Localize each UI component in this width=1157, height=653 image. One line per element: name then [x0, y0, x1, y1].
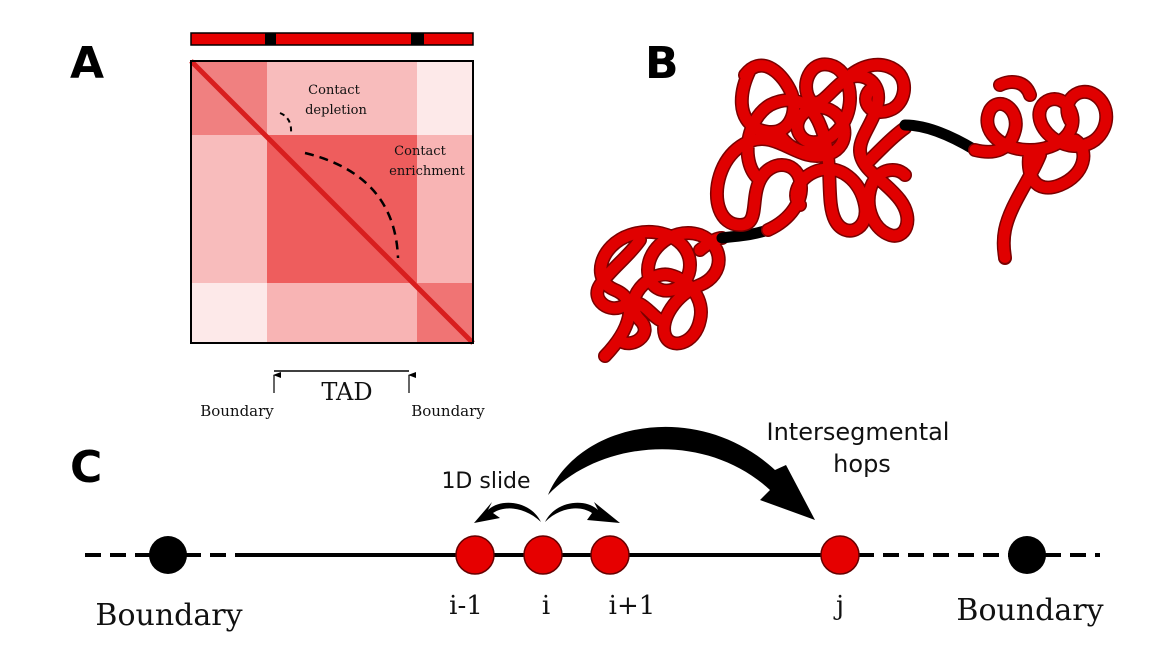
tad-bracket: TAD Boundary Boundary: [200, 370, 485, 420]
enrichment-curve: [304, 151, 400, 259]
depletion-label-line1: Contact: [308, 83, 360, 98]
panel-a-label: A: [70, 38, 104, 89]
slide-label: 1D slide: [441, 469, 530, 494]
boundary-segment: [265, 33, 276, 45]
panel-b: B: [590, 38, 1114, 363]
depletion-label-line2: depletion: [305, 103, 367, 118]
node-j: [820, 535, 860, 575]
boundary-marker-right: [1008, 536, 1046, 574]
hops-label-line2: hops: [833, 450, 891, 478]
boundary-marker-left: [149, 536, 187, 574]
hop-arrow: [548, 426, 815, 520]
polymer-domain-right: [968, 75, 1114, 265]
enrichment-label-line2: enrichment: [389, 164, 465, 179]
panel-b-label: B: [645, 38, 679, 89]
slide-arrow-right: [545, 502, 620, 523]
panel-a-boundary-right: Boundary: [411, 402, 485, 420]
node-i-minus-1: [455, 535, 495, 575]
node-i-plus-1: [590, 535, 630, 575]
node-i: [523, 535, 563, 575]
panel-c: C 1D slide Intersegmental hops i-1 i i+1…: [70, 418, 1104, 633]
hops-label-line1: Intersegmental: [767, 418, 950, 446]
polymer-domain-left: [590, 224, 729, 363]
node-label-i-minus-1: i-1: [449, 591, 483, 621]
slide-arrow-left: [474, 502, 541, 523]
enrichment-label-line1: Contact: [394, 144, 446, 159]
node-label-j: j: [833, 591, 844, 621]
polymer-domain-center: [709, 57, 915, 243]
node-label-i-plus-1: i+1: [609, 591, 656, 621]
panel-a: A Co: [70, 32, 485, 420]
boundary-linker: [899, 119, 981, 156]
genome-bar: [190, 32, 474, 46]
panel-c-label: C: [70, 442, 102, 493]
polymer-chain: [590, 57, 1114, 363]
panel-a-boundary-left: Boundary: [200, 402, 274, 420]
node-label-i: i: [542, 591, 550, 621]
depletion-curve: [279, 112, 293, 134]
panel-c-boundary-left: Boundary: [95, 598, 242, 633]
panel-c-boundary-right: Boundary: [956, 593, 1103, 628]
boundary-segment: [411, 33, 424, 45]
contact-heatmap: Contact depletion Contact enrichment: [189, 59, 475, 345]
tad-label: TAD: [321, 378, 372, 406]
